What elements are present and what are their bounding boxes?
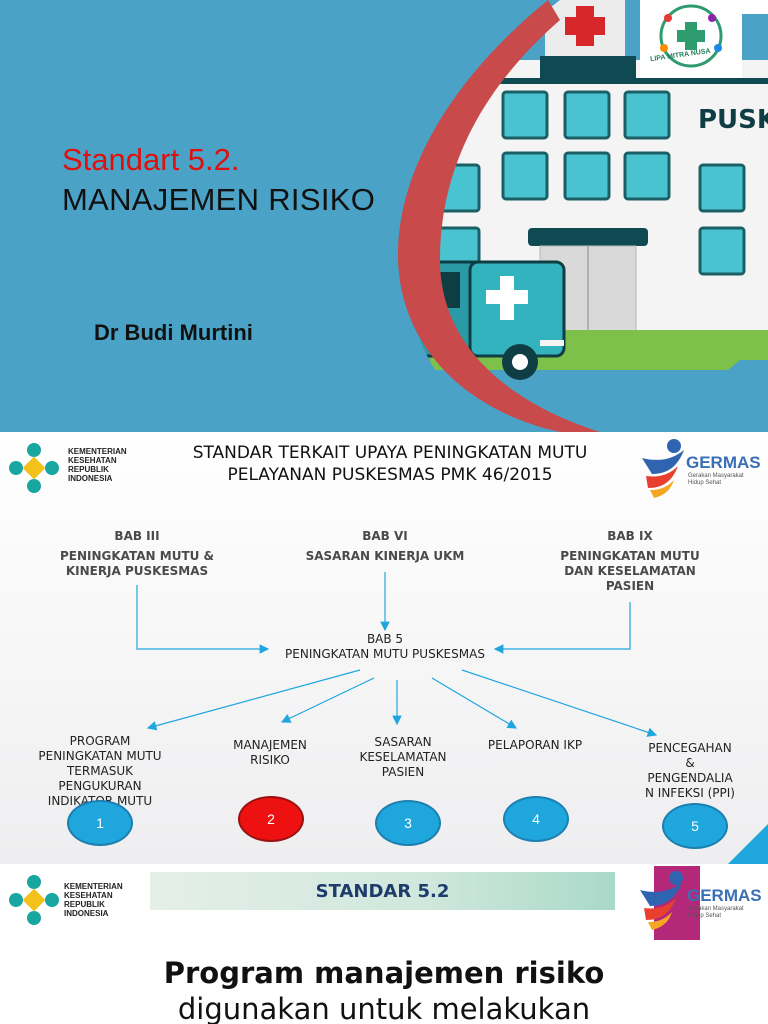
kemkes-logo-icon [9, 875, 59, 925]
slide-title-standard: Standart 5.2. [62, 142, 240, 177]
slide-subheading: digunakan untuk melakukan [177, 992, 591, 1024]
author-name: Dr Budi Murtini [94, 320, 253, 345]
bab-vi: BAB VI SASARAN KINERJA UKM [305, 529, 465, 563]
title-slide: AS PUSK [0, 0, 768, 432]
slide-heading: Program manajemen risiko [163, 956, 605, 990]
red-cross-icon [565, 6, 605, 46]
flow-arrows [136, 572, 658, 737]
number-badge-2: 2 [238, 796, 304, 842]
red-swoosh [397, 0, 600, 432]
number-badge-4: 4 [503, 796, 569, 842]
bab-iii: BAB III PENINGKATAN MUTU & KINERJA PUSKE… [59, 529, 215, 578]
standards-diagram-slide: KEMENTERIAN KESEHATAN REPUBLIK INDONESIA… [0, 432, 768, 864]
item-pencegahan-pengendalian-infeksi: PENCEGAHAN & PENGENDALIA N INFEKSI (PPI) [644, 741, 735, 800]
item-program-peningkatan-mutu: PROGRAM PENINGKATAN MUTU TERMASUK PENGUK… [38, 734, 162, 808]
item-sasaran-keselamatan-pasien: SASARAN KESELAMATAN PASIEN [359, 735, 447, 779]
slide-title-main: MANAJEMEN RISIKO [62, 182, 376, 217]
germas-tagline: Gerakan Masyarakat Hidup Sehat [688, 473, 744, 486]
slide-title: STANDAR TERKAIT UPAYA PENINGKATAN MUTU P… [192, 443, 588, 485]
item-manajemen-risiko: MANAJEMEN RISIKO [233, 738, 307, 767]
kemkes-logo-text: KEMENTERIAN KESEHATAN REPUBLIK INDONESIA [64, 882, 123, 918]
building-sign-right: PUSK [698, 105, 768, 135]
corner-triangle [728, 824, 768, 864]
germas-logo-icon [640, 866, 700, 940]
bab-5-node: BAB 5 PENINGKATAN MUTU PUSKESMAS [285, 632, 485, 661]
item-pelaporan-ikp: PELAPORAN IKP [487, 738, 583, 752]
standard-banner: STANDAR 5.2 [150, 872, 615, 910]
standard-5-2-slide: KEMENTERIAN KESEHATAN REPUBLIK INDONESIA… [0, 864, 768, 1024]
kemkes-logo-icon [9, 443, 59, 493]
germas-logo-icon [642, 439, 684, 498]
lipa-mitra-nusa-logo [659, 4, 723, 68]
kemkes-logo-text: KEMENTERIAN KESEHATAN REPUBLIK INDONESIA [68, 447, 127, 483]
germas-logo-text: GERMAS [687, 886, 762, 905]
bab-ix: BAB IX PENINGKATAN MUTU DAN KESELAMATAN … [560, 529, 700, 593]
puskesmas-illustration: AS PUSK [0, 0, 768, 432]
germas-logo-text: GERMAS [686, 453, 761, 472]
germas-tagline: Gerakan Masyarakat Hidup Sehat [688, 906, 744, 919]
number-badge-1: 1 [67, 800, 133, 846]
number-badge-3: 3 [375, 800, 441, 846]
number-badge-5: 5 [662, 803, 728, 849]
